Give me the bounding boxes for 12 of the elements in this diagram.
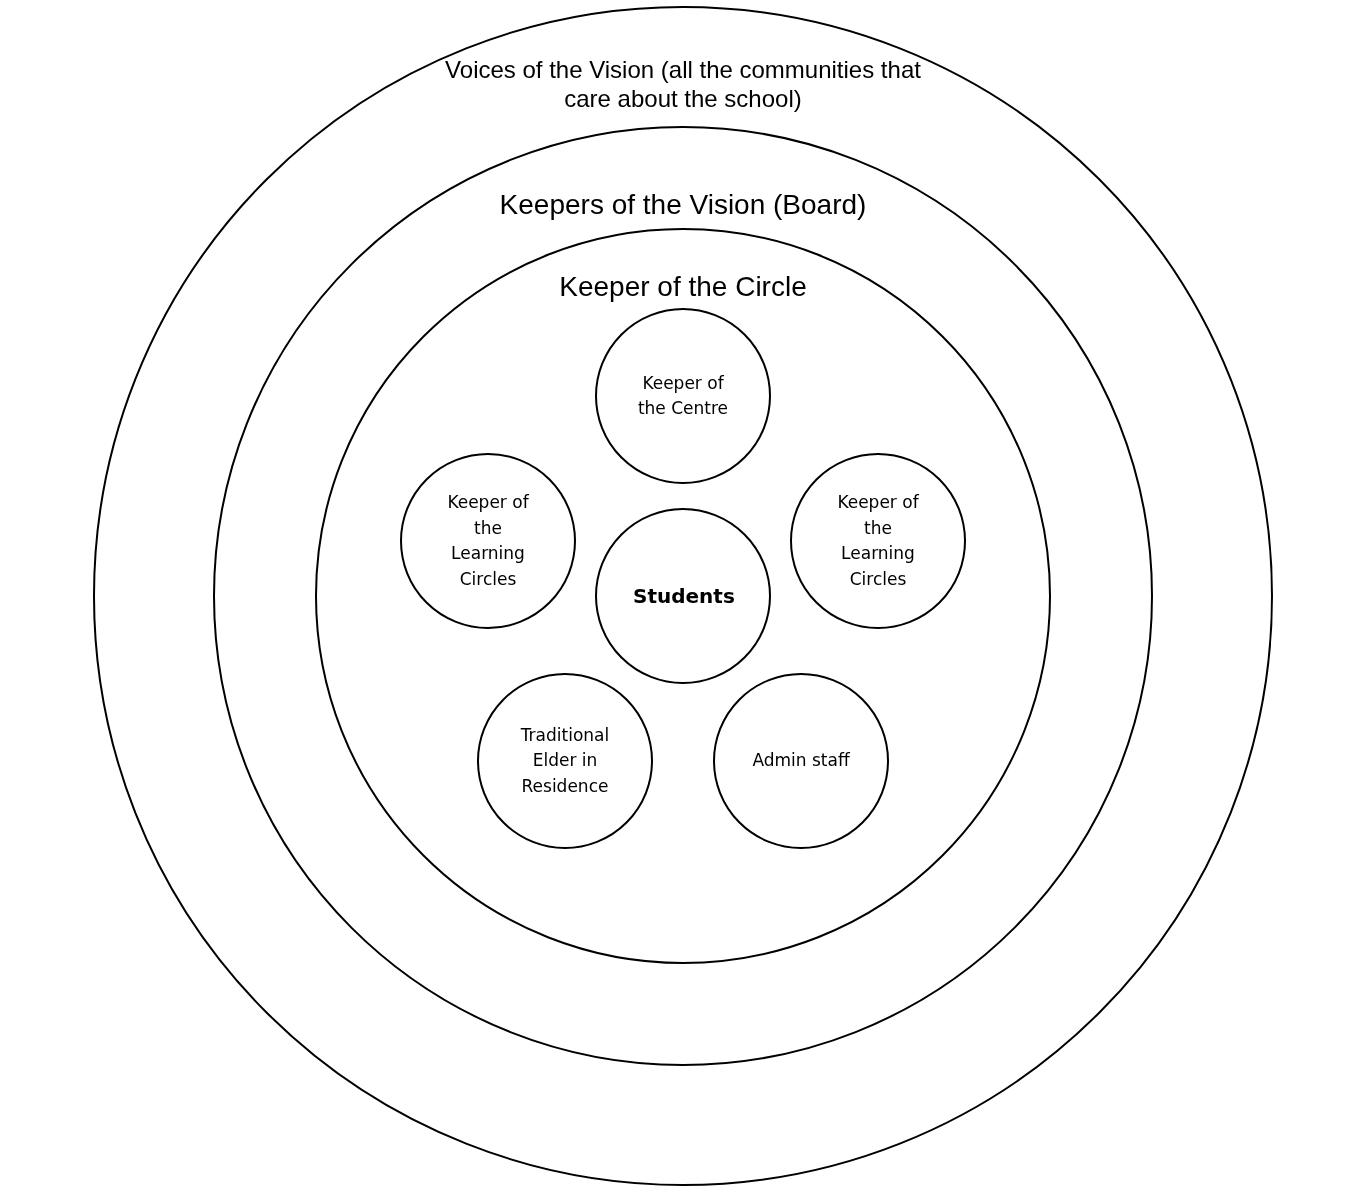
ring-title: Voices of the Vision (all the communities that care about the school): [444, 56, 922, 114]
circle-label: Traditional Elder in Residence: [519, 723, 611, 798]
circle-label: Students: [633, 583, 733, 610]
circle-label: Keeper of the Learning Circles: [446, 491, 530, 591]
circle-label: Keeper of the Centre: [636, 371, 730, 420]
ring-title: Keeper of the Circle: [558, 270, 808, 304]
ring-circle: [93, 6, 1273, 1186]
ring-circle: [213, 126, 1153, 1066]
circle-label: Admin staff: [751, 749, 851, 773]
circle-label: Keeper of the Learning Circles: [836, 491, 920, 591]
ring-circle: [315, 228, 1051, 964]
ring-title: Keepers of the Vision (Board): [498, 188, 868, 222]
